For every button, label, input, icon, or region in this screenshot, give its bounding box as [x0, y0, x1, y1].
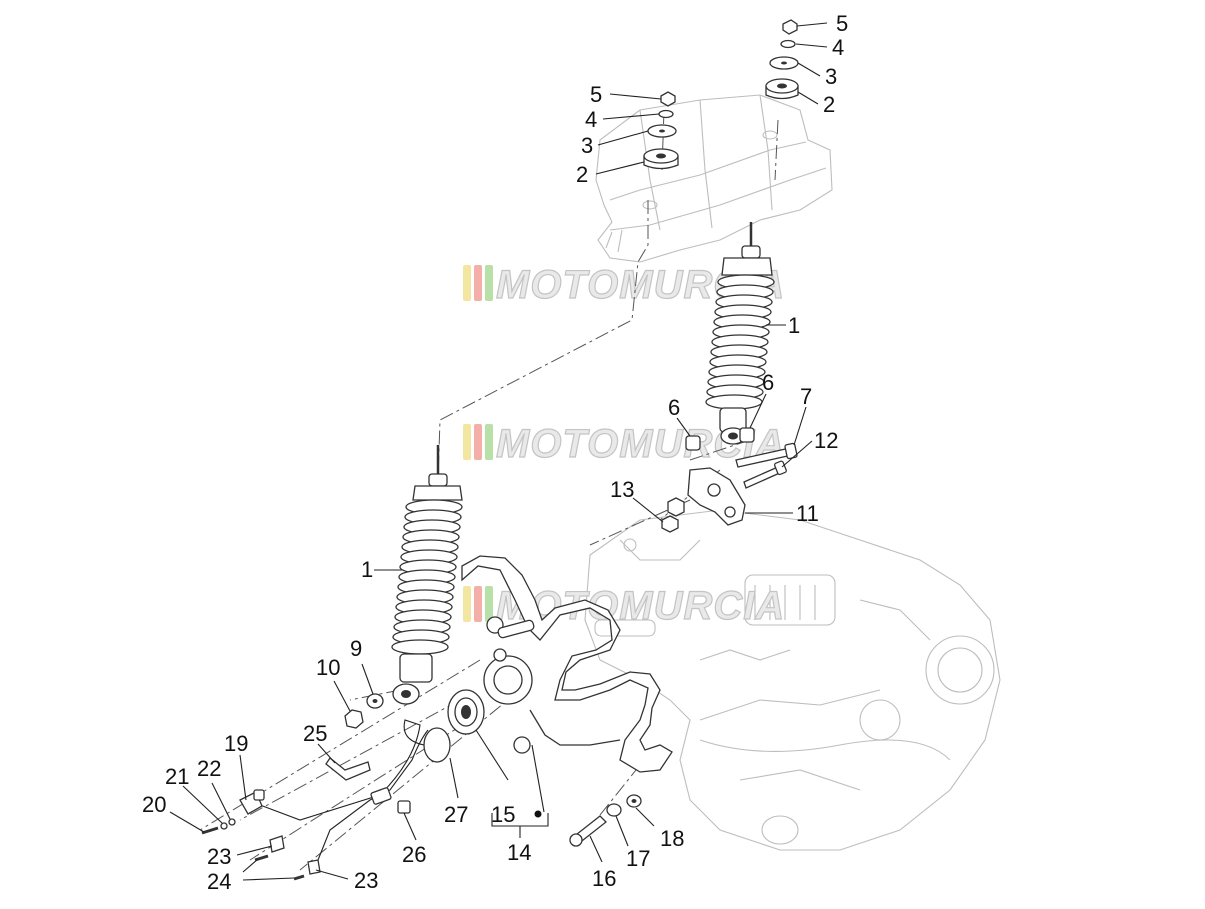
- bracket-11: [687, 467, 746, 526]
- callout-4-left: 4: [585, 107, 597, 132]
- watermark-stripe: [463, 265, 471, 301]
- washer-9-nut-10: [344, 693, 384, 729]
- callout-3-top-right: 3: [825, 64, 837, 89]
- watermark-stripe: [463, 424, 471, 460]
- callout-7: 7: [800, 384, 812, 409]
- sensor-wiring: [259, 719, 451, 861]
- washer-21: [220, 822, 228, 830]
- washer-22: [228, 818, 236, 826]
- engine-drawing: [584, 509, 1001, 851]
- watermark-stripe: [474, 586, 482, 622]
- washer-4-right: [780, 39, 796, 49]
- callout-15: 15: [491, 802, 515, 827]
- watermark-stripe: [485, 424, 493, 460]
- nut-5-right: [782, 19, 798, 35]
- watermark-text: MOTOMURCIA: [496, 584, 785, 628]
- watermark-bottom: MOTOMURCIA: [463, 583, 785, 629]
- sensor-26-head: [423, 727, 451, 763]
- watermark-stripe: [474, 424, 482, 460]
- callout-2-left: 2: [576, 162, 588, 187]
- watermark-stripe: [485, 586, 493, 622]
- callout-22: 22: [197, 756, 221, 781]
- washer-4-left: [658, 109, 674, 119]
- callout-6-right: 6: [762, 370, 774, 395]
- callout-11: 11: [796, 501, 819, 526]
- callout-9: 9: [350, 636, 362, 661]
- bracket-25: [325, 757, 371, 781]
- callout-17: 17: [626, 846, 650, 871]
- washer-17: [606, 803, 622, 817]
- callout-6-left: 6: [668, 395, 680, 420]
- bolt-16-washers: [569, 794, 642, 847]
- callout-23-right: 23: [354, 868, 378, 893]
- callout-21: 21: [165, 764, 189, 789]
- callout-12: 12: [814, 428, 838, 453]
- callout-19: 19: [224, 731, 248, 756]
- clip-23-right: [307, 859, 321, 875]
- swingarm-support: [461, 555, 673, 773]
- callout-1-right-shock: 1: [788, 313, 800, 338]
- watermark-stripe: [474, 265, 482, 301]
- nut-10: [344, 709, 364, 729]
- callout-27: 27: [444, 802, 468, 827]
- shock-absorber-right: [705, 222, 775, 445]
- screw-24-lower: [293, 874, 305, 881]
- watermark-stripe: [485, 265, 493, 301]
- callout-16: 16: [592, 866, 616, 891]
- callout-4-top-right: 4: [832, 35, 844, 60]
- bushing-6-parts: [685, 427, 755, 451]
- nut-13-parts: [661, 497, 685, 533]
- callout-5-top-right: 5: [836, 11, 848, 36]
- leader-lines: [169, 22, 828, 881]
- callout-18: 18: [660, 826, 684, 851]
- top-mount-hardware-left: [643, 91, 679, 170]
- callout-26: 26: [402, 842, 426, 867]
- shock-absorber-left: [391, 445, 463, 705]
- callout-14: 14: [507, 840, 531, 865]
- callout-23-left: 23: [207, 844, 231, 869]
- clip-23-left: [269, 835, 285, 853]
- callout-24: 24: [207, 869, 231, 894]
- callout-2-top-right: 2: [823, 92, 835, 117]
- callout-13: 13: [610, 477, 634, 502]
- bearing-27: [447, 689, 485, 735]
- callout-1-left-shock: 1: [361, 557, 373, 582]
- watermark-stripe: [463, 586, 471, 622]
- callout-10: 10: [316, 655, 340, 680]
- callout-3-left: 3: [581, 133, 593, 158]
- top-mount-hardware-right: [765, 19, 799, 100]
- callout-20: 20: [142, 792, 166, 817]
- part-number-labels: 5 4 3 2 5 4 3 2 1 6 6 7 12 13 11 1 9 10 …: [142, 11, 848, 894]
- bushing-6-left: [685, 435, 701, 451]
- callout-25: 25: [303, 721, 327, 746]
- clip-26: [397, 800, 411, 814]
- bushing-6-right: [739, 427, 755, 443]
- frame-bracket-drawing: [595, 94, 833, 263]
- bolts-7-12: [735, 442, 798, 489]
- callout-5-left: 5: [590, 82, 602, 107]
- nut-5-left: [660, 91, 676, 107]
